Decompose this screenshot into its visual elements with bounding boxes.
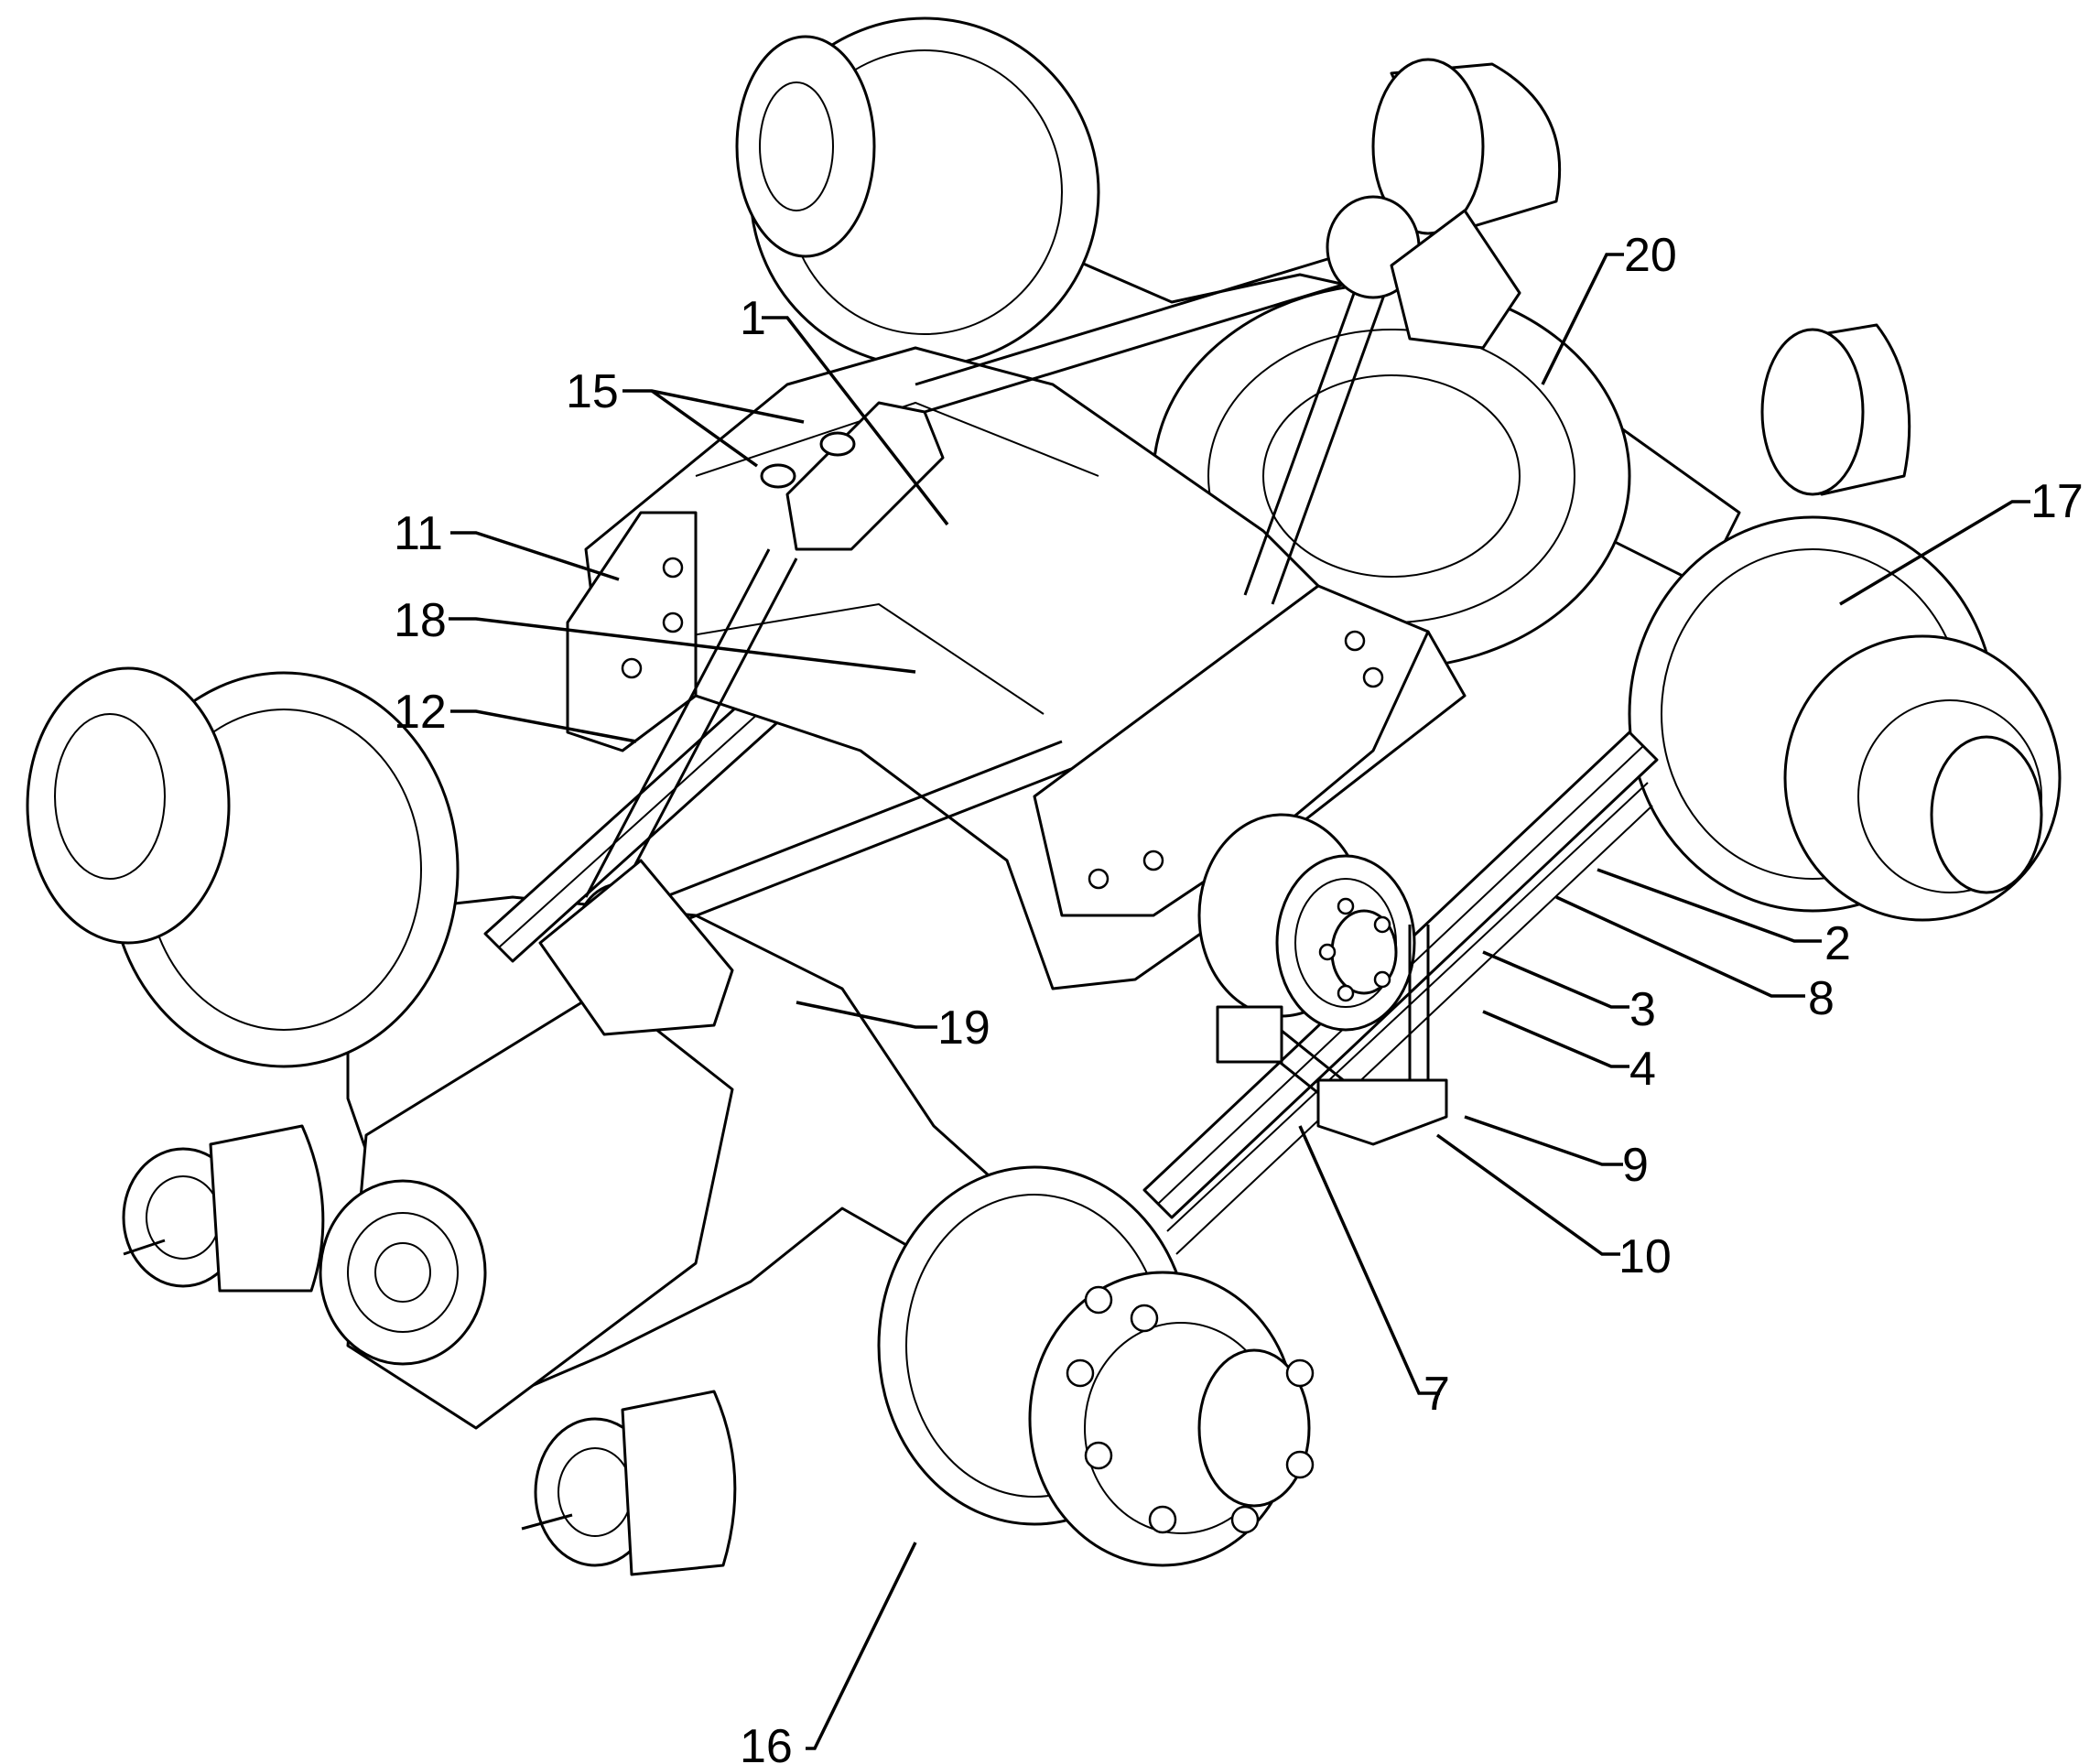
front-brake-chamber-right <box>521 1390 737 1576</box>
leader-lines <box>449 253 2030 1750</box>
label-4: 4 <box>1629 1043 1656 1096</box>
reference-labels: 1 2 3 4 7 8 9 10 11 12 15 16 17 18 19 20 <box>394 229 2084 1764</box>
rear-left-wheel-hub <box>735 16 1100 368</box>
leader-8 <box>1555 895 1805 998</box>
leader-11 <box>450 531 620 581</box>
front-axle-mounting-pad <box>538 859 734 1036</box>
label-18: 18 <box>394 594 447 647</box>
leader-3 <box>1482 950 1629 1009</box>
balance-shaft-hub <box>1197 813 1448 1146</box>
spring-seat-lower <box>1316 1078 1448 1146</box>
leader-19 <box>796 1001 937 1029</box>
label-11: 11 <box>394 507 443 560</box>
label-17: 17 <box>2030 475 2084 528</box>
label-10: 10 <box>1618 1230 1672 1283</box>
torque-rod-upper-a <box>915 254 1337 386</box>
label-8: 8 <box>1808 972 1835 1025</box>
rear-brake-chamber-right <box>1760 323 1911 496</box>
label-7: 7 <box>1423 1368 1450 1421</box>
front-brake-chamber-left <box>122 1124 325 1293</box>
label-16: 16 <box>740 1720 793 1764</box>
label-19: 19 <box>937 1001 990 1055</box>
leader-12 <box>450 709 637 743</box>
leader-2 <box>1597 868 1822 943</box>
leader-15b <box>650 389 759 468</box>
upper-mounting-bracket <box>785 401 945 551</box>
label-1: 1 <box>740 292 766 345</box>
label-20: 20 <box>1624 229 1677 282</box>
leader-1 <box>762 316 949 526</box>
leader-7 <box>1298 1125 1440 1395</box>
leader-10 <box>1435 1133 1620 1256</box>
leader-20 <box>1541 253 1624 385</box>
torque-rod-upper-b <box>1243 265 1366 596</box>
label-9: 9 <box>1622 1139 1649 1192</box>
torque-rod-lower-b <box>640 740 1063 908</box>
rear-brake-chamber-left <box>1371 58 1562 235</box>
leader-17 <box>1839 500 2030 606</box>
rear-axle-mounting-pad <box>1390 209 1521 350</box>
leader-4 <box>1482 1010 1629 1068</box>
label-2: 2 <box>1824 917 1851 970</box>
front-axle-assembly <box>26 666 1315 1576</box>
front-right-wheel-hub <box>877 1165 1315 1567</box>
label-3: 3 <box>1629 983 1656 1036</box>
label-15: 15 <box>566 365 619 418</box>
rear-right-wheel-hub <box>1628 515 2062 922</box>
leader-16 <box>806 1542 917 1750</box>
spring-seat-upper <box>1216 1005 1283 1064</box>
torque-rod-lower-a <box>584 548 771 898</box>
label-12: 12 <box>394 686 447 739</box>
leader-18 <box>449 617 916 674</box>
right-side-bracket <box>1033 584 1430 917</box>
leader-9 <box>1464 1115 1623 1166</box>
front-left-wheel-hub <box>26 666 460 1068</box>
